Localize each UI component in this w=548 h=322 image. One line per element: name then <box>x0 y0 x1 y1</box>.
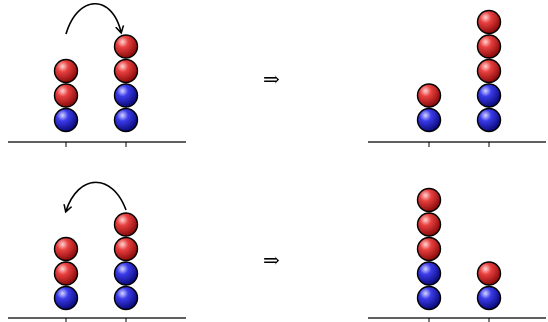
top-after-group <box>368 9 546 147</box>
bottom-after-left-stack-blue-ball-2 <box>416 261 442 286</box>
top-before-left-stack-red-ball-3 <box>53 58 79 84</box>
bottom-before-group <box>8 181 186 322</box>
top-after-right-stack-blue-ball-1 <box>476 107 502 133</box>
top-before-right-stack <box>113 34 139 133</box>
bottom-before-left-stack-blue-ball-1 <box>53 285 79 311</box>
bottom-before-right-stack <box>113 212 139 311</box>
top-before-right-stack-red-ball-3 <box>113 58 139 84</box>
bottom-before-left-stack-red-ball-3 <box>53 236 79 262</box>
bottom-before-right-stack-red-ball-3 <box>113 236 139 262</box>
top-after-left-stack-blue-ball-1 <box>416 107 442 133</box>
bottom-move-arrow <box>66 181 127 211</box>
top-implies-symbol: ⇒ <box>263 67 280 91</box>
bottom-after-right-stack <box>476 261 502 311</box>
bottom-implies-symbol: ⇒ <box>263 248 280 272</box>
top-after-right-stack-red-ball-4 <box>476 34 502 59</box>
top-after-right-stack-blue-ball-2 <box>476 83 502 108</box>
bottom-after-right-stack-blue-ball-1 <box>476 285 502 311</box>
top-before-group <box>8 3 186 147</box>
bottom-before-right-stack-red-ball-4 <box>113 212 139 237</box>
bottom-after-left-stack-red-ball-5 <box>416 187 442 213</box>
top-before-left-stack-blue-ball-1 <box>53 107 79 133</box>
bottom-after-right-stack-red-ball-2 <box>476 261 502 286</box>
bottom-after-left-stack-red-ball-4 <box>416 212 442 237</box>
bottom-before-left-stack-red-ball-2 <box>53 261 79 286</box>
bottom-before-right-stack-blue-ball-2 <box>113 261 139 286</box>
top-before-left-stack <box>53 58 79 133</box>
top-after-left-stack-red-ball-2 <box>416 83 442 108</box>
top-after-right-stack <box>476 9 502 133</box>
top-after-right-stack-red-ball-5 <box>476 9 502 35</box>
top-before-right-stack-blue-ball-2 <box>113 83 139 108</box>
bottom-before-left-stack <box>53 236 79 311</box>
top-before-left-stack-red-ball-2 <box>53 83 79 108</box>
bottom-after-left-stack-red-ball-3 <box>416 236 442 262</box>
bottom-after-left-stack-blue-ball-1 <box>416 285 442 311</box>
top-after-left-stack <box>416 83 442 133</box>
top-before-right-stack-blue-ball-1 <box>113 107 139 133</box>
bottom-after-group <box>368 187 546 322</box>
top-before-right-stack-red-ball-4 <box>113 34 139 59</box>
top-move-arrow <box>65 3 121 34</box>
bottom-before-right-stack-blue-ball-1 <box>113 285 139 311</box>
bottom-after-left-stack <box>416 187 442 311</box>
top-after-right-stack-red-ball-3 <box>476 58 502 84</box>
